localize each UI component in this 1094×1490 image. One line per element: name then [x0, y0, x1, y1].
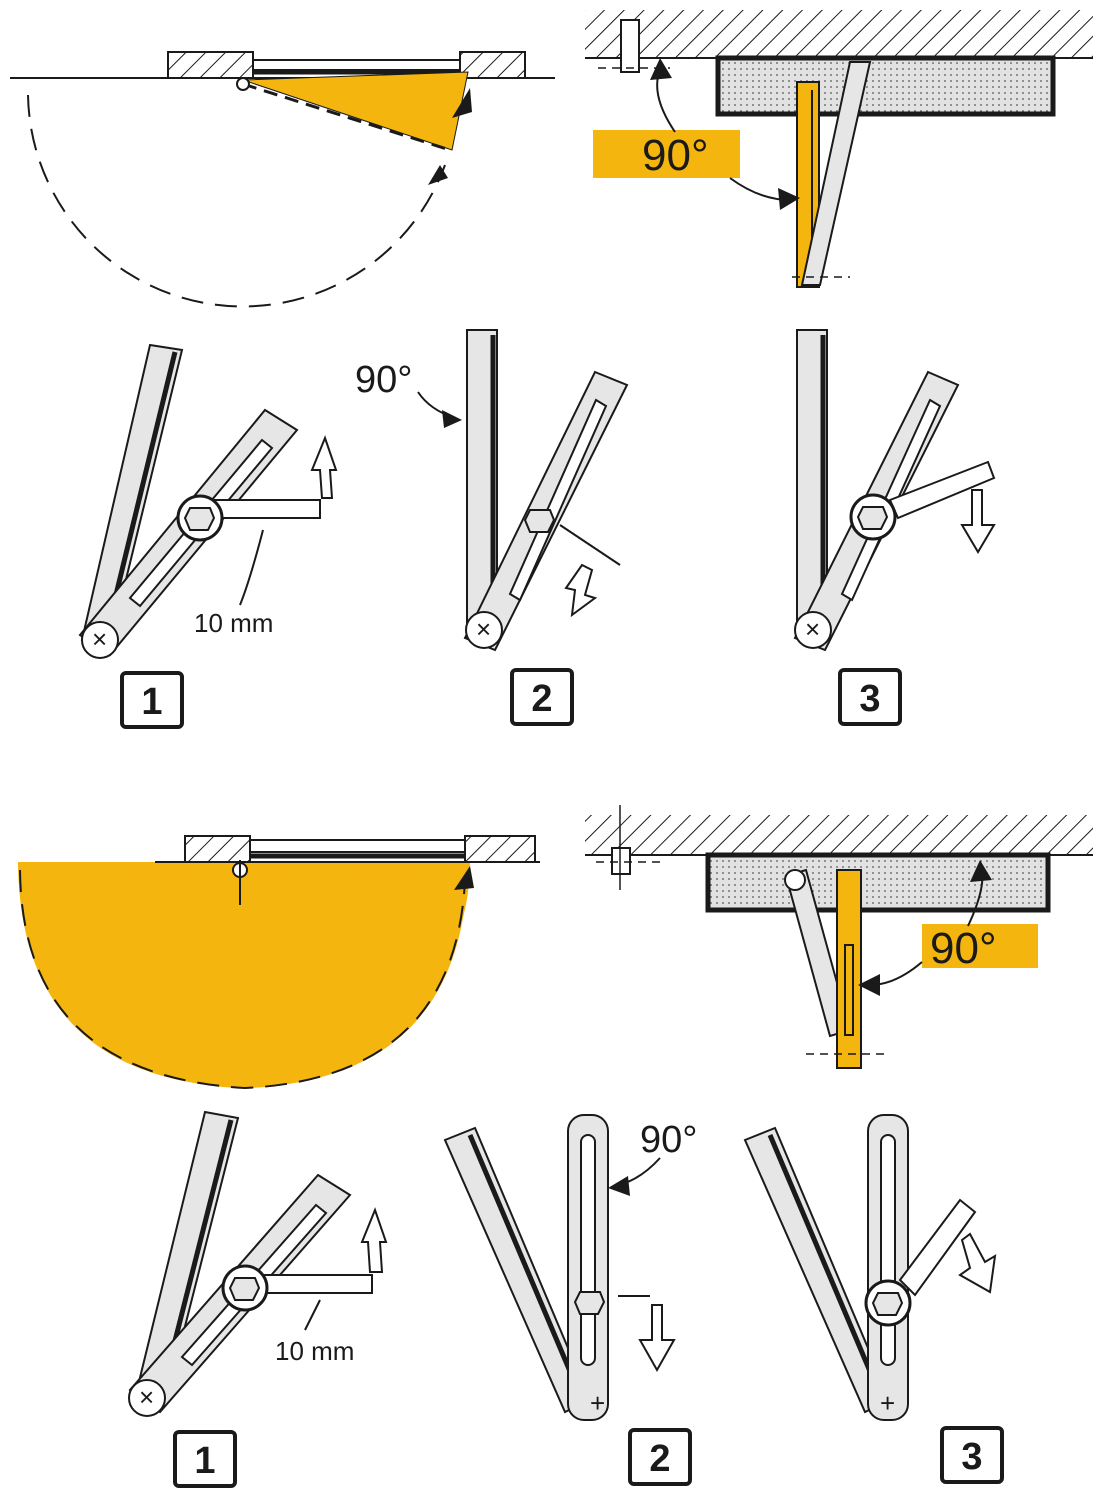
ceiling-hatch	[585, 10, 1093, 58]
step-box-1	[120, 671, 184, 729]
svg-text:×: ×	[139, 1382, 154, 1412]
angle-label-bg-top	[593, 130, 740, 178]
pivot-circle	[236, 77, 250, 91]
swing-arc	[19, 869, 466, 1090]
step-number-2: 2	[531, 678, 552, 720]
closed-door	[249, 839, 466, 853]
arrow-up-icon	[310, 435, 338, 499]
door-arrowhead	[452, 88, 472, 118]
bottom-detail-diagram: 90°	[585, 805, 1093, 1069]
hex-nut	[856, 506, 889, 530]
hinge-plate	[705, 852, 1051, 913]
wrench-handle	[209, 499, 321, 519]
pin	[620, 19, 640, 73]
svg-text:+: +	[880, 1388, 895, 1418]
step-box-3	[838, 668, 902, 726]
hinge-plate	[715, 55, 1056, 117]
step-box-3	[940, 1426, 1004, 1484]
top-step-1: × 10 mm	[78, 343, 338, 659]
hex-nut	[573, 1291, 606, 1315]
hex-nut	[183, 507, 216, 531]
wall-block-right	[464, 835, 536, 863]
bottom-step-2: 90° +	[443, 1114, 697, 1421]
arc-arrowhead	[428, 165, 448, 185]
step-number-1: 1	[141, 681, 162, 723]
pin	[611, 847, 631, 875]
top-step-3: ×	[793, 329, 996, 652]
arrow-down-right-icon	[958, 1232, 997, 1294]
hex-nut	[871, 1292, 904, 1316]
arrow-down-icon	[564, 563, 598, 618]
closed-door	[252, 59, 461, 71]
wrench-size-label-bottom: 10 mm	[275, 1336, 354, 1366]
ceiling-hatch	[585, 815, 1093, 855]
top-swing-diagram	[10, 51, 555, 308]
step-angle-label-bottom: 90°	[640, 1119, 697, 1161]
angle-label-top: 90°	[642, 131, 709, 180]
wrench-handle	[898, 1198, 977, 1297]
hex-nut	[523, 509, 556, 533]
wall-block-right	[459, 51, 526, 79]
svg-text:×: ×	[92, 624, 107, 654]
wrench-size-label-top: 10 mm	[194, 608, 273, 638]
arrow-down-icon	[638, 1304, 676, 1373]
top-step-2: 90° ×	[355, 329, 629, 652]
bottom-step-labels: 1 2 3	[173, 1426, 1004, 1488]
top-detail-diagram: 90°	[585, 10, 1093, 288]
svg-text:×: ×	[476, 614, 491, 644]
wall-block-left	[184, 835, 251, 863]
step-number-3: 3	[859, 678, 880, 720]
angle-label-bg-bottom	[922, 924, 1038, 968]
wall-block-left	[167, 51, 254, 79]
diagonal-arm	[800, 61, 872, 286]
step-number-3: 3	[961, 1436, 982, 1478]
step-number-2: 2	[649, 1438, 670, 1480]
step-box-1	[173, 1430, 237, 1488]
step-number-1: 1	[194, 1440, 215, 1482]
arrow-up-icon	[360, 1207, 388, 1273]
swing-wedge-highlight	[242, 71, 469, 151]
bottom-step-1: × 10 mm	[128, 1110, 388, 1417]
angle-label-bottom: 90°	[930, 924, 997, 973]
arc-arrowhead	[454, 866, 474, 890]
wrench-handle	[261, 1274, 373, 1294]
top-step-labels: 1 2 3	[120, 668, 902, 729]
bottom-swing-diagram	[18, 835, 540, 1090]
bottom-step-3: +	[743, 1114, 997, 1421]
hex-nut	[228, 1277, 261, 1301]
step-angle-label-top: 90°	[355, 359, 412, 401]
step-box-2	[510, 668, 574, 726]
svg-text:+: +	[590, 1388, 605, 1418]
svg-text:×: ×	[805, 614, 820, 644]
arrow-down-icon	[960, 489, 996, 554]
swing-door-open	[242, 82, 451, 152]
step-box-2	[628, 1428, 692, 1486]
